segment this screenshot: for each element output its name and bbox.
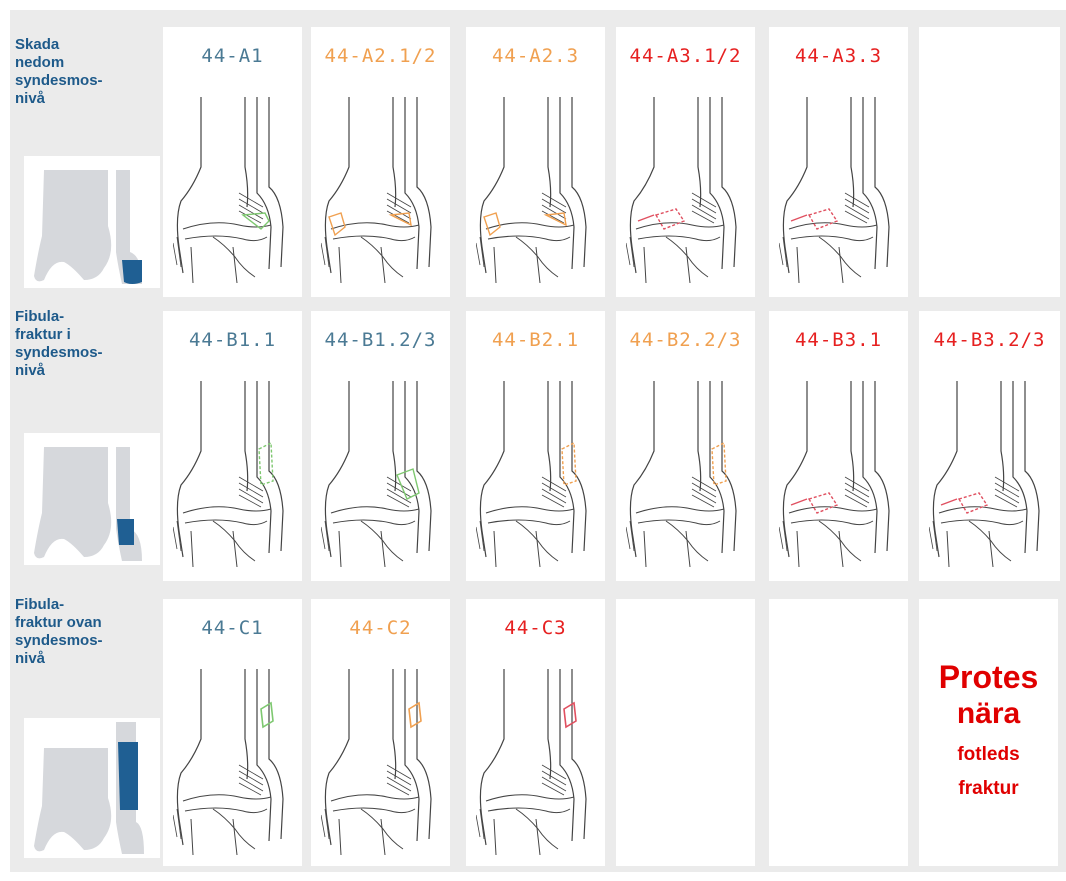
fracture-cell: 44-B2.2/3 xyxy=(616,311,755,581)
protes-line-3: fotleds xyxy=(919,744,1058,766)
fracture-code-label: 44-A2.3 xyxy=(466,45,605,67)
fracture-cell: 44-B2.1 xyxy=(466,311,605,581)
fracture-code-label: 44-B1.1 xyxy=(163,329,302,351)
ankle-xray-icon xyxy=(173,381,293,571)
empty-cell xyxy=(919,27,1060,297)
protes-note-cell: Protes nära fotleds fraktur xyxy=(919,599,1058,866)
ankle-xray-icon xyxy=(173,97,293,287)
empty-cell xyxy=(769,599,908,866)
protes-line-1: Protes xyxy=(919,659,1058,696)
fracture-cell: 44-C3 xyxy=(466,599,605,866)
ankle-xray-icon xyxy=(779,381,899,571)
protes-line-2: nära xyxy=(919,697,1058,731)
ankle-xray-icon xyxy=(476,381,596,571)
fracture-cell: 44-A3.1/2 xyxy=(616,27,755,297)
ankle-thumbnail-icon xyxy=(24,433,160,565)
ankle-xray-icon xyxy=(173,669,293,859)
location-thumbnail xyxy=(24,156,160,288)
fracture-code-label: 44-C3 xyxy=(466,617,605,639)
fracture-cell: 44-A3.3 xyxy=(769,27,908,297)
fracture-cell: 44-C2 xyxy=(311,599,450,866)
empty-cell xyxy=(616,599,755,866)
ankle-thumbnail-icon xyxy=(24,718,160,858)
location-thumbnail xyxy=(24,718,160,858)
fracture-cell: 44-B3.2/3 xyxy=(919,311,1060,581)
ankle-xray-icon xyxy=(929,381,1049,571)
ankle-thumbnail-icon xyxy=(24,156,160,288)
fracture-code-label: 44-C2 xyxy=(311,617,450,639)
row-label-text: Fibula- fraktur ovan syndesmos- nivå xyxy=(13,596,153,668)
fracture-code-label: 44-B3.2/3 xyxy=(919,329,1060,351)
fracture-code-label: 44-A2.1/2 xyxy=(311,45,450,67)
ankle-xray-icon xyxy=(321,381,441,571)
fracture-cell: 44-B1.2/3 xyxy=(311,311,450,581)
fracture-code-label: 44-A1 xyxy=(163,45,302,67)
row-label-b: Fibula- fraktur i syndesmos- nivå xyxy=(13,308,153,580)
fracture-code-label: 44-A3.3 xyxy=(769,45,908,67)
row-label-text: Skada nedom syndesmos- nivå xyxy=(13,36,153,108)
ankle-xray-icon xyxy=(321,97,441,287)
ankle-xray-icon xyxy=(779,97,899,287)
fracture-cell: 44-A1 xyxy=(163,27,302,297)
fracture-cell: 44-C1 xyxy=(163,599,302,866)
fracture-code-label: 44-A3.1/2 xyxy=(616,45,755,67)
fracture-cell: 44-A2.3 xyxy=(466,27,605,297)
location-thumbnail xyxy=(24,433,160,565)
row-label-c: Fibula- fraktur ovan syndesmos- nivå xyxy=(13,596,153,866)
fracture-code-label: 44-C1 xyxy=(163,617,302,639)
ankle-xray-icon xyxy=(476,669,596,859)
ankle-xray-icon xyxy=(626,97,746,287)
row-label-a: Skada nedom syndesmos- nivå xyxy=(13,36,153,298)
fracture-code-label: 44-B1.2/3 xyxy=(311,329,450,351)
row-label-text: Fibula- fraktur i syndesmos- nivå xyxy=(13,308,153,380)
fracture-code-label: 44-B2.2/3 xyxy=(616,329,755,351)
ankle-xray-icon xyxy=(476,97,596,287)
fracture-code-label: 44-B2.1 xyxy=(466,329,605,351)
ankle-xray-icon xyxy=(626,381,746,571)
fracture-cell: 44-B3.1 xyxy=(769,311,908,581)
fracture-code-label: 44-B3.1 xyxy=(769,329,908,351)
fracture-cell: 44-A2.1/2 xyxy=(311,27,450,297)
ankle-xray-icon xyxy=(321,669,441,859)
protes-line-4: fraktur xyxy=(919,778,1058,800)
fracture-cell: 44-B1.1 xyxy=(163,311,302,581)
